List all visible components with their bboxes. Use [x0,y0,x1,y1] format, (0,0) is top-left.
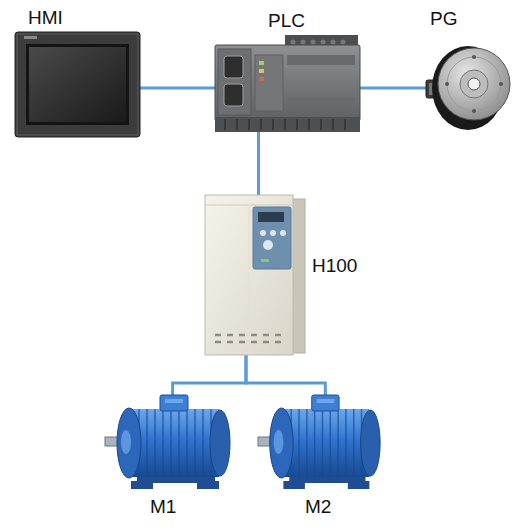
pulse-encoder-part [472,109,476,113]
plc-unit-part [215,117,360,132]
plc-unit-part [291,40,296,45]
pulse-encoder-part [438,48,510,120]
hmi-panel-part [26,44,129,125]
plc-unit-part [321,40,326,45]
signal-wire [246,355,325,395]
plc-unit-part [224,84,243,106]
hmi-panel-part [29,47,126,122]
motor-part [317,399,335,403]
plc-unit-part [301,40,306,45]
inverter-drive-part [258,212,284,222]
pulse-encoder-part [499,82,503,86]
node-label: HMI [28,7,63,29]
motor-part [139,409,211,477]
motor-art [258,395,385,495]
motor-part [274,430,284,454]
plc-unit-part [259,69,264,73]
hmi-panel-part [15,32,140,137]
hmi-panel: HMI [15,32,140,137]
motor-part [361,410,381,476]
signal-wire [257,132,260,195]
hmi-panel-art [15,32,140,137]
inverter-drive-part [260,230,266,236]
inverter-drive-part [261,259,269,262]
plc-unit-part [215,45,360,121]
motor-art [105,395,235,495]
signal-wire [360,86,426,89]
node-label: PLC [268,10,305,32]
motor-part [281,409,369,477]
plc-unit-part [287,55,355,65]
plc-unit-part [311,40,316,45]
plc-unit-part [255,55,283,111]
node-label: M1 [150,496,176,518]
motor-part [291,409,361,477]
hmi-panel-part [17,34,138,135]
signal-wire [173,355,246,395]
signal-wire [140,86,215,89]
motor-part [210,410,230,476]
pulse-encoder-part [472,55,476,59]
node-label: H100 [312,255,357,277]
motor-part [165,399,183,403]
plc-unit-art [215,35,360,132]
inverter-drive: H100 [205,195,305,355]
motor: M1 [105,395,235,495]
plc-unit-part [225,119,345,130]
plc-unit: PLC [215,35,360,132]
hmi-panel-part [24,36,37,39]
plc-unit-part [331,40,336,45]
inverter-drive-part [270,230,276,236]
pulse-encoder-art [426,30,508,142]
pulse-encoder-part [460,70,488,98]
plc-unit-part [224,56,243,78]
motor-part [129,409,219,477]
motor-part [270,408,293,478]
plc-unit-part [341,40,346,45]
plc-unit-part [259,77,264,81]
motor-part [312,395,339,411]
inverter-drive-part [215,335,281,342]
plc-unit-part [259,61,264,65]
pulse-encoder: PG [426,30,508,142]
pulse-encoder-part [445,82,449,86]
inverter-drive-art [205,195,305,355]
node-label: M2 [305,496,331,518]
pulse-encoder-part [447,57,501,111]
plc-unit-part [218,49,251,115]
inverter-drive-part [249,205,250,355]
motor: M2 [258,395,385,495]
inverter-drive-part [280,230,286,236]
motor-part [160,395,188,411]
inverter-drive-part [263,240,273,250]
plc-unit-part [287,97,355,107]
node-label: PG [430,8,457,30]
pulse-encoder-part [468,78,480,90]
motor-part [117,408,141,478]
inverter-drive-part [253,207,291,269]
inverter-drive-part [205,195,293,355]
motor-part [121,430,131,454]
